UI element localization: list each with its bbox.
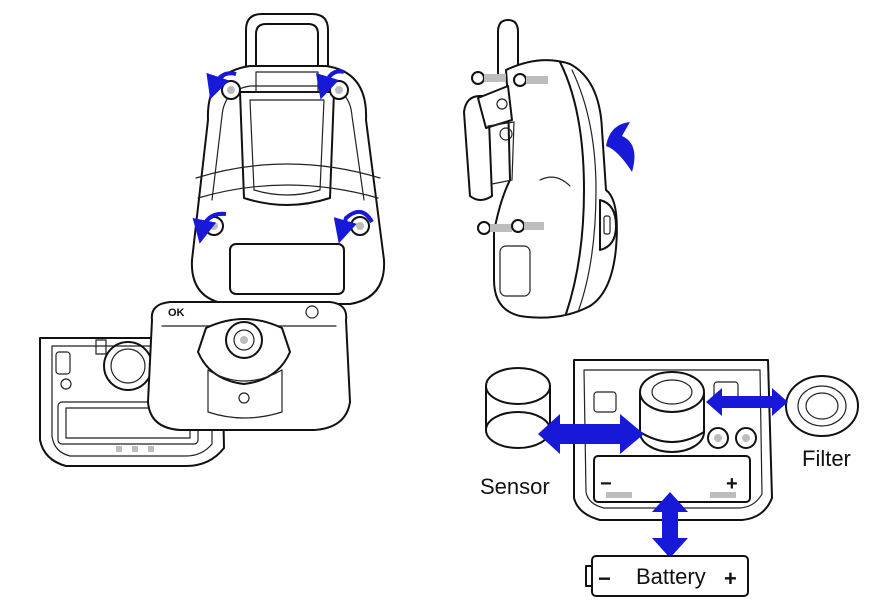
bay-minus-sign: − [600,473,612,495]
rotate-arrow-icon [192,211,227,244]
battery-swap-arrow-icon [652,492,688,558]
screw-icon [513,73,548,87]
screw-icon [350,216,370,236]
battery-label: Battery [636,564,706,589]
rotate-arrow-icon [333,210,374,244]
ok-button-label: OK [168,307,185,319]
filter-part [785,375,859,437]
bay-plus-sign: + [726,473,738,495]
rotate-arrow-icon [315,69,345,100]
sensor-part [485,367,551,449]
rotate-arrow-icon [206,71,237,100]
screw-icon [329,80,349,100]
sensor-label: Sensor [480,474,550,499]
device-back-view [190,13,386,305]
installed-sensor [639,371,705,453]
screw-icon [511,219,544,233]
screw-icon [221,80,241,100]
sensor-swap-arrow-icon [538,414,644,454]
device-opened-view: OK [39,301,351,467]
screw-icon [471,71,506,85]
battery-plus-sign: + [724,566,737,591]
parts-exploded-view: − + − + S [480,359,859,597]
battery-minus-sign: − [598,566,611,591]
device-side-view [463,19,635,319]
separate-arrow-icon [606,122,635,172]
screw-icon [477,221,512,235]
filter-swap-arrow-icon [706,388,788,416]
battery-part: − + [585,555,749,597]
filter-label: Filter [802,446,851,471]
